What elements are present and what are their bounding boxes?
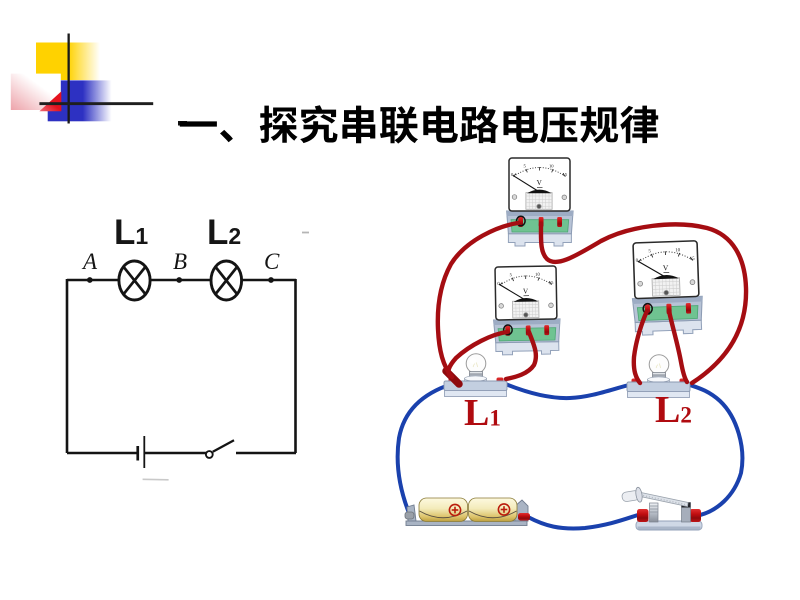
svg-text:L2: L2 [207, 213, 241, 252]
svg-text:C: C [264, 249, 280, 274]
svg-text:A: A [81, 249, 98, 274]
svg-text:L1: L1 [464, 392, 501, 434]
svg-text:L1: L1 [114, 213, 148, 252]
svg-text:B: B [173, 249, 187, 274]
